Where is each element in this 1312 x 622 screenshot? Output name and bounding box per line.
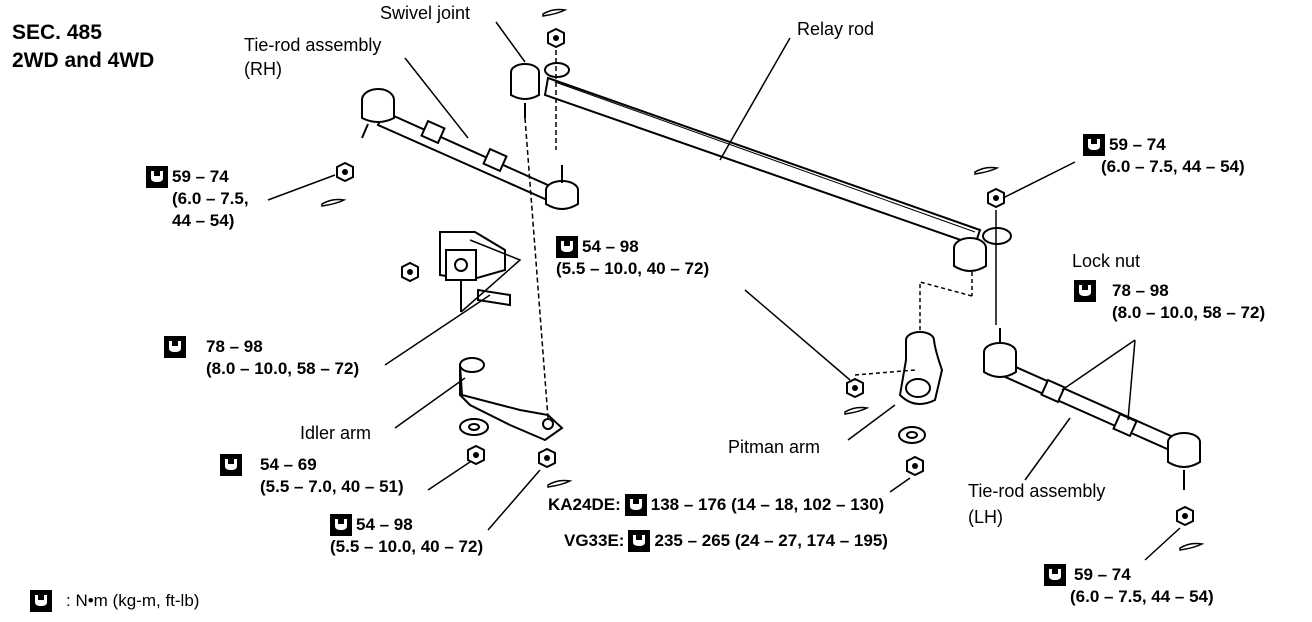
torque-relay-lh-end: 59 – 74 (6.0 – 7.5, 44 – 54) <box>1083 134 1245 178</box>
torque-metric: (6.0 – 7.5, <box>172 189 249 208</box>
swivel-joint <box>510 62 570 118</box>
label-tie-rod-rh-line2: (RH) <box>244 59 282 79</box>
idler-nut <box>467 445 485 465</box>
torque-alt-units: (6.0 – 7.5, 44 – 54) <box>1070 587 1214 606</box>
torque-wrench-icon <box>1044 564 1066 586</box>
torque-idler-relay-nut: 54 – 98 (5.5 – 10.0, 40 – 72) <box>330 514 483 558</box>
label-idler-arm: Idler arm <box>300 423 372 443</box>
torque-value: 54 – 98 <box>582 237 639 256</box>
idler-arm-shape <box>459 357 564 442</box>
torque-lh-tie-rod-end: 59 – 74 (6.0 – 7.5, 44 – 54) <box>1044 564 1214 608</box>
tie-rod-rh <box>361 88 579 210</box>
torque-value: 78 – 98 <box>1112 281 1169 300</box>
torque-idler-nut: 54 – 69 (5.5 – 7.0, 40 – 51) <box>220 454 404 498</box>
idler-relay-nut <box>538 448 556 468</box>
torque-wrench-icon <box>164 336 186 358</box>
torque-value: 59 – 74 <box>1109 135 1166 154</box>
pitman-cotter-pin <box>844 406 868 415</box>
relay-lh-nut <box>987 188 1005 208</box>
swivel-cotter-pin <box>542 8 566 17</box>
label-tie-rod-lh-line2: (LH) <box>968 507 1003 527</box>
torque-value: 54 – 98 <box>356 515 413 534</box>
torque-alt-units: (5.5 – 10.0, 40 – 72) <box>556 259 710 278</box>
torque-alt-units: (8.0 – 10.0, 58 – 72) <box>1112 303 1266 322</box>
pitman-washer <box>898 426 926 444</box>
relay-rod-end-lh <box>953 227 1012 272</box>
relay-lh-cotter-pin <box>974 166 998 175</box>
torque-imperial: 44 – 54) <box>172 211 235 230</box>
section-number: SEC. 485 <box>12 21 102 44</box>
label-tie-rod-lh-line1: Tie-rod assembly <box>968 481 1106 501</box>
idler-cotter-pin <box>547 479 571 488</box>
pitman-nut <box>906 456 924 476</box>
torque-rh-tie-rod-end: 59 – 74 (6.0 – 7.5, 44 – 54) <box>146 166 249 232</box>
engine-label-vg33e: VG33E: <box>564 531 625 550</box>
legend-units: : N•m (kg-m, ft-lb) <box>66 591 200 610</box>
torque-value: 59 – 74 <box>172 167 229 186</box>
torque-lock-nut: 78 – 98 (8.0 – 10.0, 58 – 72) <box>1074 280 1265 324</box>
pitman-relay-nut <box>846 378 864 398</box>
torque-wrench-icon <box>146 166 168 188</box>
torque-alt-units: (5.5 – 7.0, 40 – 51) <box>260 477 404 496</box>
label-lock-nut: Lock nut <box>1072 251 1141 271</box>
torque-wrench-icon <box>556 236 578 258</box>
alignment-lines <box>460 50 997 419</box>
diagram-subtitle: 2WD and 4WD <box>12 49 155 72</box>
torque-value: 235 – 265 (24 – 27, 174 – 195) <box>654 531 888 550</box>
tie-rod-lh <box>983 328 1201 490</box>
torque-wrench-icon <box>628 530 651 552</box>
label-swivel-joint: Swivel joint <box>380 3 471 23</box>
torque-idler-bracket: 78 – 98 (8.0 – 10.0, 58 – 72) <box>164 336 359 380</box>
torque-alt-units: (5.5 – 10.0, 40 – 72) <box>330 537 484 556</box>
label-relay-rod: Relay rod <box>797 19 875 39</box>
lh-end-cotter-pin <box>1179 542 1203 551</box>
rh-end-cotter-pin <box>321 198 345 207</box>
torque-value: 78 – 98 <box>206 337 263 356</box>
torque-wrench-icon <box>1083 134 1105 156</box>
torque-wrench-icon <box>30 590 52 612</box>
idler-bracket-nut <box>401 262 419 282</box>
torque-pitman-ka24de: KA24DE: 138 – 176 (14 – 18, 102 – 130) <box>548 494 884 516</box>
pitman-arm-shape <box>898 331 944 405</box>
torque-relay-swivel: 54 – 98 (5.5 – 10.0, 40 – 72) <box>556 236 709 280</box>
leader-lines <box>267 21 1181 561</box>
torque-wrench-icon <box>220 454 242 476</box>
torque-wrench-icon <box>1074 280 1096 302</box>
torque-value: 59 – 74 <box>1074 565 1131 584</box>
torque-value: 138 – 176 (14 – 18, 102 – 130) <box>650 495 885 514</box>
engine-label-ka24de: KA24DE: <box>548 495 621 514</box>
torque-pitman-vg33e: VG33E: 235 – 265 (24 – 27, 174 – 195) <box>564 530 888 552</box>
swivel-nut <box>547 28 565 48</box>
idler-washer <box>459 418 489 436</box>
torque-wrench-icon <box>624 494 647 516</box>
label-tie-rod-rh-line1: Tie-rod assembly <box>244 35 382 55</box>
rh-end-nut <box>336 162 354 182</box>
idler-bracket <box>439 231 511 312</box>
torque-alt-units: (8.0 – 10.0, 58 – 72) <box>206 359 360 378</box>
unit-legend: : N•m (kg-m, ft-lb) <box>30 590 199 612</box>
torque-alt-units: (6.0 – 7.5, 44 – 54) <box>1101 157 1245 176</box>
torque-wrench-icon <box>330 514 352 536</box>
torque-value: 54 – 69 <box>260 455 317 474</box>
lh-end-nut <box>1176 506 1194 526</box>
label-pitman-arm: Pitman arm <box>728 437 821 457</box>
relay-rod <box>543 76 982 247</box>
